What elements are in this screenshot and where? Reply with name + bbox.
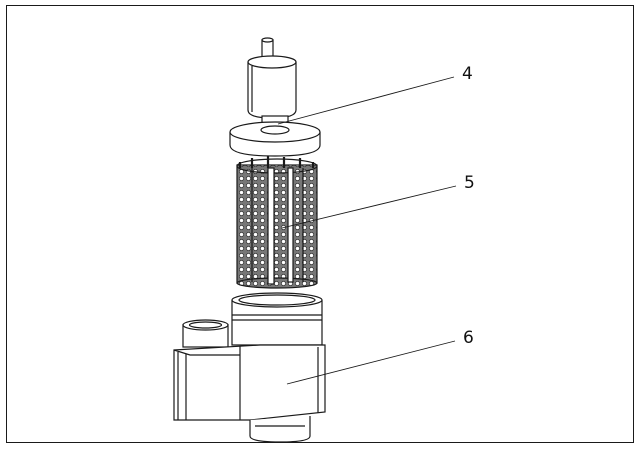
callout-5: 5 [464, 173, 475, 193]
callout-4: 4 [462, 64, 473, 84]
cap-assembly [229, 37, 321, 157]
filter-insert [236, 156, 318, 289]
callout-6: 6 [463, 328, 474, 348]
leader-lines [277, 76, 457, 385]
filter-housing [173, 292, 326, 443]
